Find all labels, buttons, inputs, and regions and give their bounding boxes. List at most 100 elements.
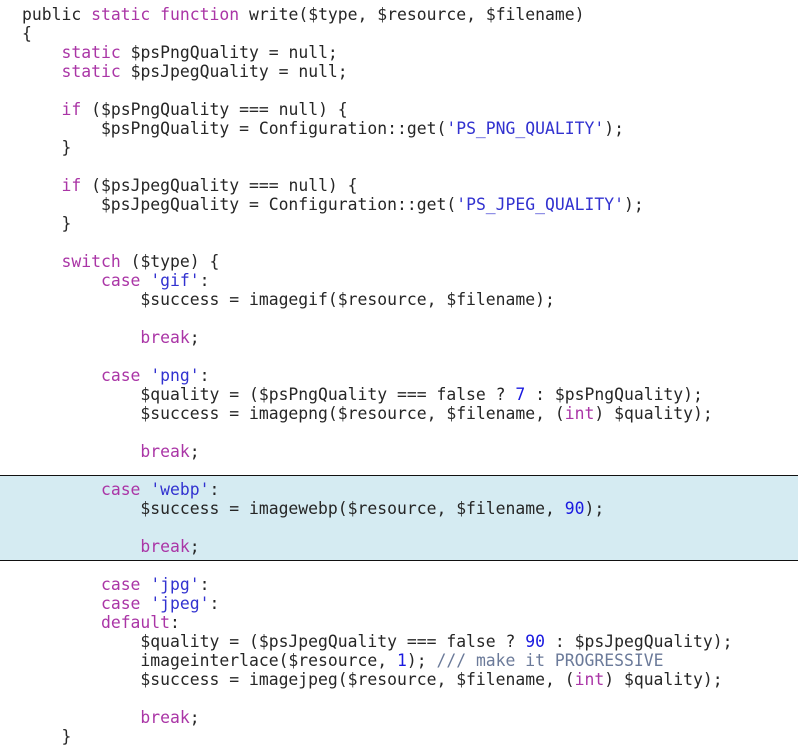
code-text: : [199, 270, 210, 290]
code-text: $psJpegQuality = null; [120, 61, 348, 81]
code-line[interactable]: } [0, 138, 798, 157]
code-line[interactable]: break; [0, 708, 798, 727]
code-line[interactable]: $quality = ($psPngQuality === false ? 7 … [0, 385, 798, 404]
code-line[interactable]: case 'jpg': [0, 575, 798, 594]
code-text: ; [189, 441, 200, 461]
keyword: static [91, 4, 151, 24]
string-literal: 'jpeg' [150, 593, 210, 613]
code-line[interactable]: case 'webp': [0, 480, 798, 499]
code-line[interactable] [0, 461, 798, 480]
code-line[interactable]: static $psJpegQuality = null; [0, 62, 798, 81]
code-line[interactable]: if ($psJpegQuality === null) { [0, 176, 798, 195]
code-text: ($psJpegQuality === null) { [81, 175, 358, 195]
code-line[interactable] [0, 423, 798, 442]
code-line[interactable]: break; [0, 442, 798, 461]
keyword: break [140, 327, 190, 347]
code-line[interactable]: default: [0, 613, 798, 632]
code-text: ); [623, 194, 644, 214]
code-text [140, 575, 150, 594]
code-text [22, 613, 101, 632]
code-line[interactable]: $psJpegQuality = Configuration::get('PS_… [0, 195, 798, 214]
code-line[interactable]: $success = imagegif($resource, $filename… [0, 290, 798, 309]
code-line[interactable]: case 'gif': [0, 271, 798, 290]
code-line[interactable]: case 'png': [0, 366, 798, 385]
code-text: ) $quality); [604, 669, 723, 689]
keyword: default [100, 612, 171, 632]
keyword: static [61, 61, 121, 81]
code-line[interactable] [0, 347, 798, 366]
code-text: $success = imagewebp($resource, $filenam… [22, 498, 565, 518]
code-line[interactable]: break; [0, 537, 798, 556]
code-line[interactable]: case 'jpeg': [0, 594, 798, 613]
string-literal: 'png' [150, 365, 200, 385]
code-text [22, 366, 101, 385]
code-text: $psJpegQuality = Configuration::get( [22, 194, 457, 214]
code-text [22, 594, 101, 613]
code-line[interactable]: imageinterlace($resource, 1); /// make i… [0, 651, 798, 670]
code-text: : [170, 612, 180, 632]
code-line[interactable]: switch ($type) { [0, 252, 798, 271]
code-text [140, 594, 150, 613]
code-line[interactable]: { [0, 24, 798, 43]
string-literal: 'PS_PNG_QUALITY' [446, 118, 605, 138]
code-text: ($psPngQuality === null) { [81, 99, 348, 119]
code-text [22, 271, 101, 290]
number-literal: 1 [396, 650, 407, 670]
code-line[interactable] [0, 81, 798, 100]
code-line[interactable] [0, 157, 798, 176]
code-line[interactable] [0, 518, 798, 537]
code-line[interactable] [0, 309, 798, 328]
code-text: : [199, 365, 210, 385]
keyword: break [140, 707, 190, 727]
code-text [22, 328, 140, 347]
code-text: write($type, $resource, $filename) [239, 4, 585, 24]
code-text: $psPngQuality = Configuration::get( [22, 118, 447, 138]
code-line[interactable]: $success = imagewebp($resource, $filenam… [0, 499, 798, 518]
code-text [22, 537, 140, 556]
code-text: : $psPngQuality); [525, 384, 703, 404]
code-line[interactable] [0, 556, 798, 575]
code-text: imageinterlace($resource, [22, 650, 397, 670]
code-line[interactable]: } [0, 727, 798, 746]
code-line[interactable] [0, 233, 798, 252]
keyword: break [140, 441, 190, 461]
keyword: case [100, 593, 141, 613]
code-text: $success = imagepng($resource, $filename… [22, 403, 565, 423]
code-text: : [209, 593, 220, 613]
code-text [22, 575, 101, 594]
code-text: $quality = ($psJpegQuality === false ? [22, 631, 526, 651]
keyword: static [61, 42, 121, 62]
code-text: : $psJpegQuality); [545, 631, 733, 651]
code-line[interactable]: $quality = ($psJpegQuality === false ? 9… [0, 632, 798, 651]
keyword: switch [61, 251, 121, 271]
keyword: function [160, 4, 240, 24]
code-text [140, 366, 150, 385]
code-text: { [22, 23, 32, 43]
code-line[interactable]: static $psPngQuality = null; [0, 43, 798, 62]
code-line[interactable]: $success = imagepng($resource, $filename… [0, 404, 798, 423]
keyword: int [574, 669, 605, 689]
code-text [22, 62, 61, 81]
code-text: $success = imagegif($resource, $filename… [22, 289, 555, 309]
code-text [150, 5, 160, 24]
code-line[interactable]: } [0, 214, 798, 233]
code-text [22, 176, 61, 195]
keyword: if [61, 175, 82, 195]
code-text [22, 100, 61, 119]
code-text: ; [189, 536, 200, 556]
code-line[interactable]: $psPngQuality = Configuration::get('PS_P… [0, 119, 798, 138]
code-text: $success = imagejpeg($resource, $filenam… [22, 669, 575, 689]
code-line[interactable]: break; [0, 328, 798, 347]
code-text: } [22, 137, 72, 157]
code-text [22, 442, 140, 461]
code-line[interactable] [0, 689, 798, 708]
code-line[interactable]: public static function write($type, $res… [0, 5, 798, 24]
code-line[interactable]: if ($psPngQuality === null) { [0, 100, 798, 119]
code-text: $psPngQuality = null; [120, 42, 338, 62]
keyword: int [564, 403, 595, 423]
code-text [140, 271, 150, 290]
code-line[interactable]: $success = imagejpeg($resource, $filenam… [0, 670, 798, 689]
code-text [140, 480, 150, 499]
comment: /// make it PROGRESSIVE [436, 650, 664, 670]
